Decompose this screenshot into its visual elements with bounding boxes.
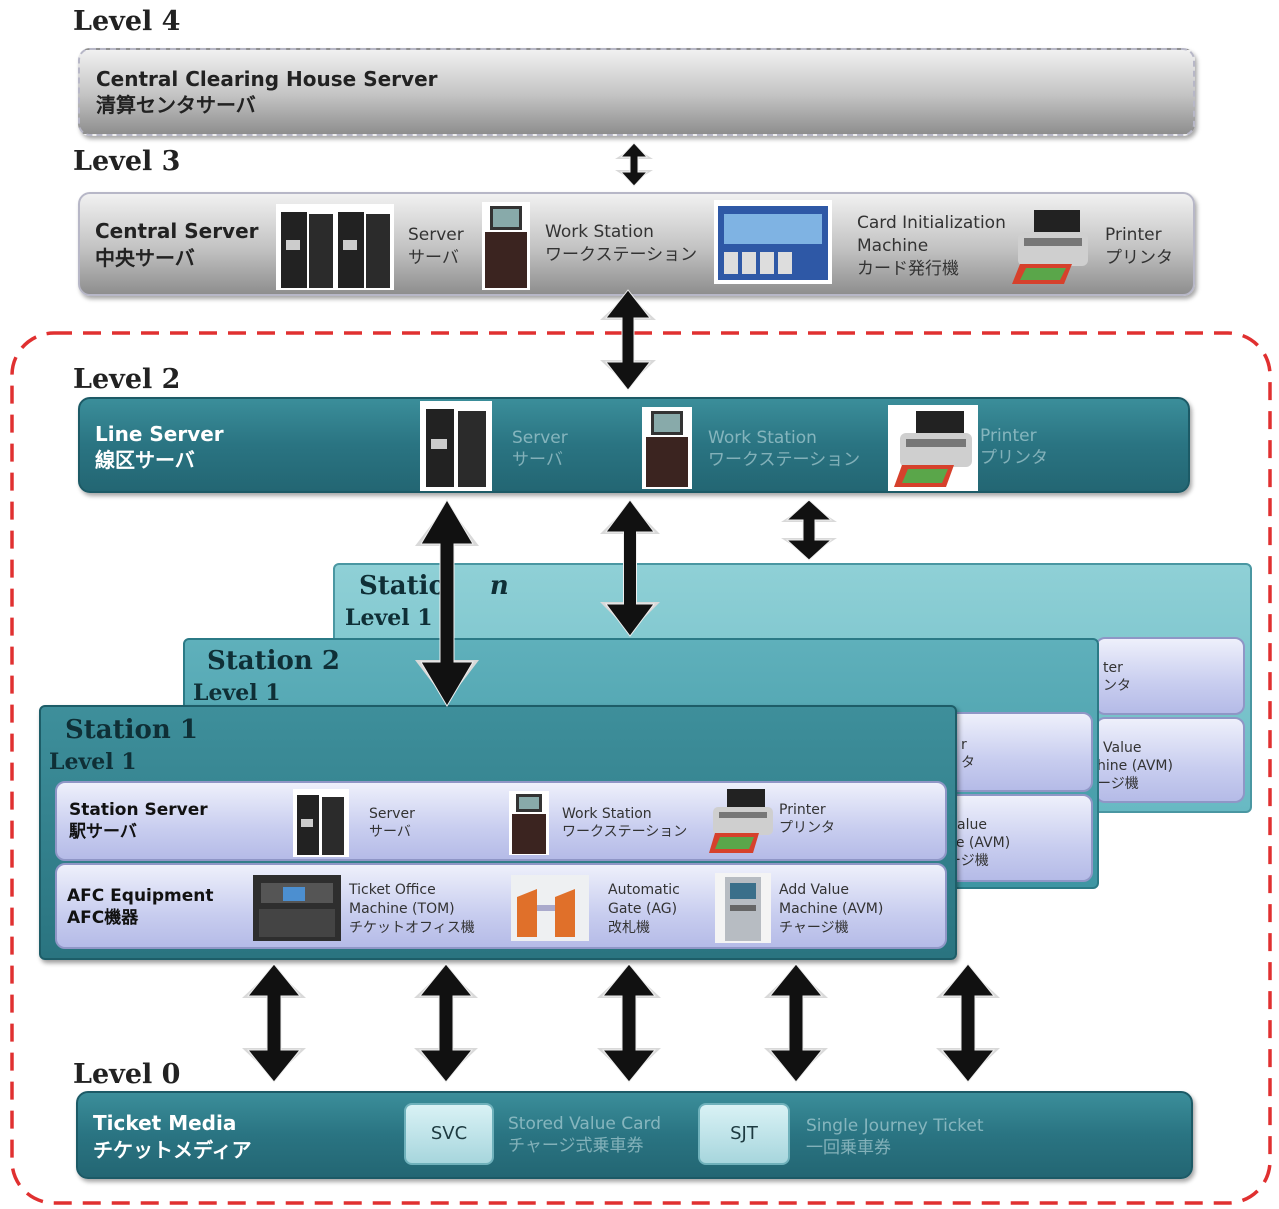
central-clearing-house-jp: 清算センタサーバ (96, 93, 256, 117)
afc-equipment-panel: AFC Equipment AFC機器 Ticket Office Machin… (55, 863, 947, 949)
workstation-icon (482, 202, 530, 290)
station-2-panel-bottom: alue ne (AVM) ージ機 (945, 794, 1093, 882)
add-value-machine-icon (715, 873, 771, 943)
l2-workstation-label: Work Station (708, 428, 817, 448)
server-rack-icon (293, 789, 349, 857)
l3-card-machine-label2: Machine (857, 236, 929, 256)
s1-server-jp: サーバ (369, 824, 411, 840)
s1-workstation-label: Work Station (562, 806, 652, 822)
level4-title: Level 4 (73, 6, 181, 37)
s1-printer-jp: プリンタ (779, 820, 835, 836)
sjt-button: SJT (698, 1103, 790, 1165)
l3-printer-jp: プリンタ (1105, 248, 1173, 268)
station-1-box: Station 1 Level 1 Station Server 駅サーバ Se… (39, 705, 957, 960)
afc-avm-label2: Machine (AVM) (779, 901, 884, 917)
line-server-label: Line Server (95, 422, 224, 446)
level2-title: Level 2 (73, 364, 181, 395)
line-server-bar: Line Server 線区サーバ Server サーバ Work Statio… (78, 397, 1190, 493)
station-2-panel-top: r タ (945, 712, 1093, 792)
automatic-gate-icon (511, 875, 589, 941)
station-1-level: Level 1 (49, 749, 137, 775)
central-clearing-house-label: Central Clearing House Server (96, 67, 438, 91)
ticket-media-jp: チケットメディア (93, 1138, 252, 1162)
l3-workstation-label: Work Station (545, 222, 654, 242)
station-server-label: Station Server (69, 800, 208, 820)
card-machine-icon (714, 200, 832, 284)
central-clearing-house-bar: Central Clearing House Server 清算センタサーバ (78, 48, 1195, 136)
workstation-icon (509, 791, 549, 855)
l3-server-label: Server (408, 225, 464, 245)
station-server-panel: Station Server 駅サーバ Server サーバ Work Stat… (55, 781, 947, 861)
l2-workstation-jp: ワークステーション (708, 450, 861, 470)
printer-icon (888, 405, 978, 491)
afc-tom-label2: Machine (TOM) (349, 901, 455, 917)
central-server-jp: 中央サーバ (95, 246, 195, 270)
afc-equipment-jp: AFC機器 (67, 908, 139, 928)
ticket-media-label: Ticket Media (93, 1111, 237, 1135)
sjt-label: Single Journey Ticket (806, 1116, 984, 1136)
l3-workstation-jp: ワークステーション (545, 245, 698, 265)
ticket-office-machine-icon (253, 875, 341, 941)
svc-jp: チャージ式乗車券 (508, 1136, 644, 1156)
afc-gate-label: Automatic (608, 882, 680, 898)
station-2-level: Level 1 (193, 680, 281, 706)
station-n-panel-top: ter ンタ (1095, 637, 1245, 715)
level3-title: Level 3 (73, 146, 181, 177)
line-server-jp: 線区サーバ (95, 448, 195, 472)
l3-card-machine-jp: カード発行機 (857, 259, 959, 279)
l2-server-label: Server (512, 428, 568, 448)
printer-icon (1012, 210, 1088, 284)
afc-avm-jp: チャージ機 (779, 920, 849, 936)
station-n-level: Level 1 (345, 605, 433, 631)
afc-tom-jp: チケットオフィス機 (349, 920, 475, 936)
station-server-jp: 駅サーバ (69, 822, 137, 842)
ticket-media-bar: Ticket Media チケットメディア SVC Stored Value C… (76, 1091, 1193, 1179)
afc-gate-jp: 改札機 (608, 920, 650, 936)
svc-label: Stored Value Card (508, 1114, 661, 1134)
station-1-title: Station 1 (65, 715, 198, 745)
l2-printer-label: Printer (980, 426, 1037, 446)
station-n-panel-bottom: Value hine (AVM) ージ機 (1095, 717, 1245, 803)
l3-printer-label: Printer (1105, 225, 1162, 245)
l2-printer-jp: プリンタ (980, 448, 1048, 468)
sjt-jp: 一回乗車券 (806, 1138, 891, 1158)
server-rack-icon (420, 401, 492, 491)
server-rack-icon (276, 204, 394, 290)
afc-avm-label: Add Value (779, 882, 849, 898)
afc-equipment-label: AFC Equipment (67, 886, 214, 906)
l2-server-jp: サーバ (512, 450, 563, 470)
l3-server-jp: サーバ (408, 248, 459, 268)
svc-button: SVC (404, 1103, 494, 1165)
l3-card-machine-label: Card Initialization (857, 213, 1006, 233)
level0-title: Level 0 (73, 1059, 181, 1090)
central-server-bar: Central Server 中央サーバ Server サーバ Work Sta… (78, 192, 1195, 296)
afc-tom-label: Ticket Office (349, 882, 436, 898)
central-server-label: Central Server (95, 219, 259, 243)
s1-printer-label: Printer (779, 802, 826, 818)
station-2-title: Station 2 (207, 646, 340, 676)
afc-gate-label2: Gate (AG) (608, 901, 678, 917)
printer-icon (709, 789, 773, 853)
workstation-icon (642, 407, 692, 489)
s1-server-label: Server (369, 806, 415, 822)
s1-workstation-jp: ワークステーション (562, 824, 688, 840)
